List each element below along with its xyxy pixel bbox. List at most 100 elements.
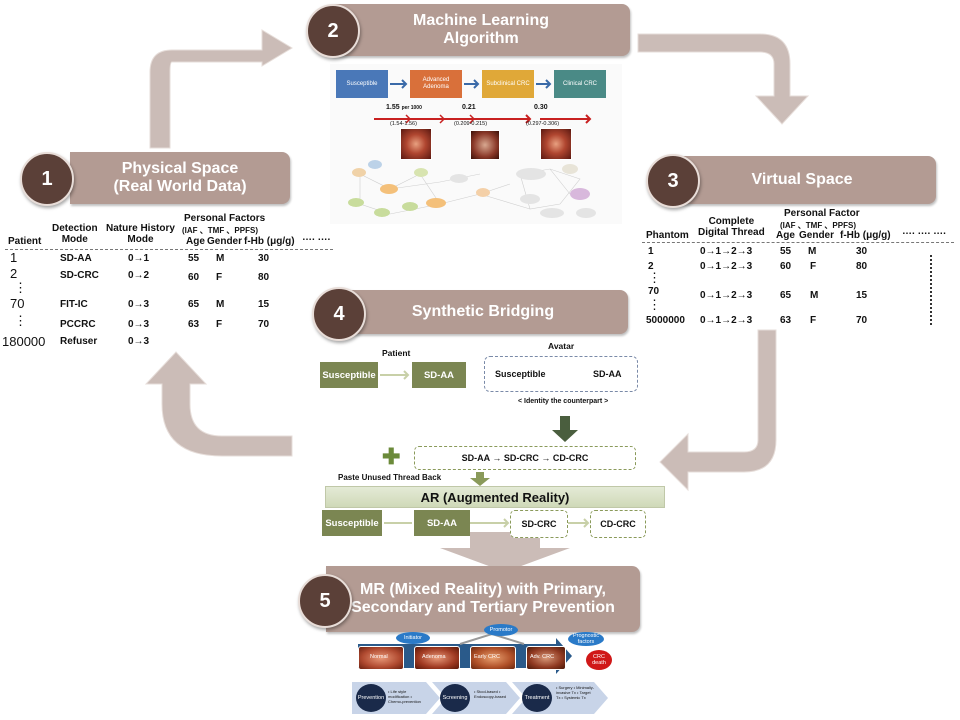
ml-node (426, 198, 446, 208)
v-row3-phantom: 70 (648, 286, 660, 297)
ml-node (374, 208, 390, 217)
v-row3-age: 65 (780, 290, 792, 301)
ml-node (402, 202, 418, 211)
p-row4-fhb: 70 (258, 319, 270, 330)
mr-title-2: Secondary and Tertiary Prevention (351, 599, 615, 616)
paste-label: Paste Unused Thread Back (338, 473, 442, 482)
banner-mixed-reality: MR (Mixed Reality) with Primary, Seconda… (326, 566, 640, 632)
virtual-header-rule (642, 242, 954, 243)
ar-cdcrc-box: CD-CRC (590, 510, 646, 538)
p-row2-fhb: 80 (258, 272, 270, 283)
ml-rate-1-ci: (1.54-1.56) (390, 121, 417, 127)
p-row5-nh: 0→3 (128, 336, 150, 347)
h-nature-2: Mode (127, 234, 154, 245)
v-row3-fhb: 15 (856, 290, 868, 301)
mr-tag-promotor: Promotor (484, 624, 518, 636)
avatar-susceptible: Susceptible (495, 369, 546, 379)
physical-title-1: Physical Space (121, 159, 239, 177)
ml-node (576, 208, 596, 218)
v-vdots-2: ⋮ (648, 297, 661, 312)
physical-header-rule (5, 249, 333, 250)
ml-node (520, 194, 540, 204)
v-h-complete-1: Complete (708, 216, 755, 227)
ml-photo-subclinical (470, 130, 500, 160)
p-row1-patient: 1 (10, 250, 18, 265)
identity-label: < Identity the counterpart > (518, 398, 609, 405)
virtual-title: Virtual Space (751, 170, 853, 188)
patient-susceptible-box: Susceptible (320, 362, 378, 388)
step-3-badge: 3 (646, 154, 700, 208)
avatar-sdaa: SD-AA (593, 369, 622, 379)
mr-treatment-items: • Surgery • Minimally-invasive Tx • Targ… (556, 685, 595, 700)
ar-susceptible-box: Susceptible (322, 510, 382, 536)
h-age: Age (186, 236, 205, 247)
p-row2-age: 60 (188, 272, 200, 283)
patient-sdaa-box: SD-AA (412, 362, 466, 388)
p-row2-gender: F (216, 272, 223, 283)
v-row1-age: 55 (780, 246, 792, 257)
p-row4-mode: PCCRC (60, 319, 96, 330)
h-detection-2: Mode (61, 234, 88, 245)
ml-photo-adenoma (400, 128, 432, 160)
ml-node (348, 198, 364, 207)
p-row1-nh: 0→1 (128, 253, 150, 264)
mr-tag-prognostic: Prognostic factors (568, 632, 604, 646)
p-row5-mode: Refuser (60, 336, 98, 347)
v-row4-phantom: 5000000 (646, 315, 685, 326)
arrow-mr-to-physical (144, 351, 293, 457)
banner-ml-algorithm: Machine Learning Algorithm (332, 4, 630, 56)
ml-figure: Susceptible Advanced Adenoma Subclinical… (330, 64, 622, 224)
p-row1-age: 55 (188, 253, 200, 264)
arrow-ar-to-mr (440, 532, 570, 572)
p-row4-nh: 0→3 (128, 319, 150, 330)
p-row3-age: 65 (188, 299, 200, 310)
v-h-phantom: Phantom (646, 230, 689, 241)
v-row2-age: 60 (780, 261, 792, 272)
patient-label: Patient (382, 348, 411, 358)
ml-photo-clinical (540, 128, 572, 160)
avatar-box: Susceptible SD-AA (484, 356, 638, 392)
v-row4-age: 63 (780, 315, 792, 326)
plus-icon: ✚ (382, 444, 401, 469)
ml-node (352, 168, 366, 177)
v-h-more: …. …. …. (902, 226, 946, 237)
h-detection-1: Detection (52, 223, 98, 234)
mr-photo-adv-crc (526, 646, 566, 670)
v-h-gender: Gender (799, 230, 835, 241)
banner-synthetic-bridging: Synthetic Bridging (338, 290, 628, 334)
ml-title-1: Machine Learning (412, 11, 550, 29)
ml-title-2: Algorithm (443, 30, 519, 47)
mr-prevention-circle: Prevention (356, 684, 386, 712)
p-row3-gender: M (216, 299, 225, 310)
mr-tag-initiator: Initiator (396, 632, 430, 644)
v-row2-fhb: 80 (856, 261, 868, 272)
v-vdots-1: ⋮ (648, 270, 661, 285)
p-row2-nh: 0→2 (128, 270, 150, 281)
ar-title: AR (Augmented Reality) (420, 489, 570, 505)
avatar-label: Avatar (548, 341, 575, 351)
v-h-personal: Personal Factor (784, 208, 860, 219)
mr-title-1: MR (Mixed Reality) with Primary, (360, 580, 606, 598)
mr-figure: Normal Adenoma Early CRC Adv. CRC CRC de… (350, 624, 618, 718)
h-sub: (IAF 、TMF 、PPFS) (182, 226, 258, 235)
h-detection: Detection Mode (52, 223, 98, 245)
unused-thread-box: SD-AA → SD-CRC → CD-CRC (414, 446, 636, 470)
ml-node (414, 168, 428, 177)
h-gender: Gender (207, 236, 243, 247)
p-row4-age: 63 (188, 319, 200, 330)
mr-photo-early-crc (470, 646, 516, 670)
mr-stage-adenoma: Adenoma (422, 654, 446, 660)
p-row3-nh: 0→3 (128, 299, 150, 310)
h-nature-1: Nature History (106, 223, 175, 234)
arrow-virtual-to-ar (659, 329, 777, 492)
ml-stage-adenoma: Advanced Adenoma (410, 70, 462, 98)
v-h-age: Age (776, 230, 795, 241)
ml-rate-1-value: 1.55 (386, 104, 400, 111)
banner-physical-space: Physical Space (Real World Data) (70, 152, 290, 204)
banner-virtual-space: Virtual Space (668, 156, 936, 204)
ar-sdcrc-box: SD-CRC (510, 510, 568, 538)
ml-stage-clinical: Clinical CRC (554, 70, 606, 98)
h-fhb: f-Hb (μg/g) (244, 236, 295, 247)
ar-sdaa-box: SD-AA (414, 510, 470, 536)
v-row4-fhb: 70 (856, 315, 868, 326)
